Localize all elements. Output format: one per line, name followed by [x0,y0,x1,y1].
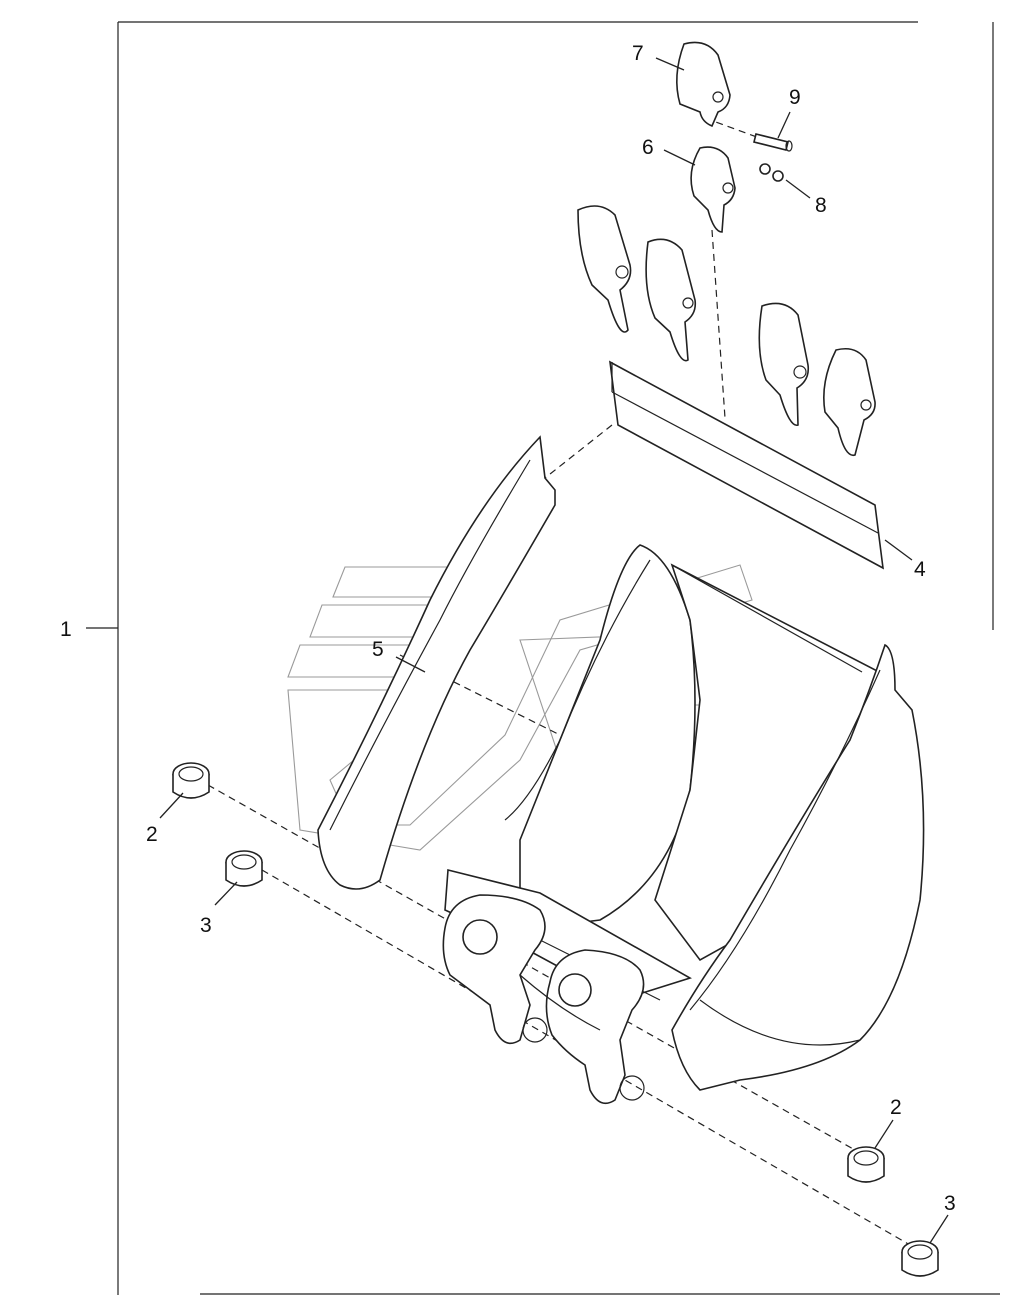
callout-5: 5 [372,638,384,661]
bushing-3-left [225,850,263,887]
callout-1: 1 [60,618,72,641]
mounting-brackets [442,868,692,1105]
callout-7: 7 [632,42,644,65]
lip-plate [609,360,884,570]
leader-lines [86,57,949,1244]
callout-8: 8 [815,194,827,217]
callout-3-right: 3 [944,1192,956,1215]
tooth-point-7 [676,41,731,128]
callout-2-right: 2 [890,1096,902,1119]
drawing-frame [117,21,1000,1295]
callout-6: 6 [642,136,654,159]
tooth-2 [645,238,697,362]
callout-3-left: 3 [200,914,212,937]
callout-2-left: 2 [146,823,158,846]
tooth-1 [577,205,632,333]
bushing-2-right [847,1146,885,1183]
bucket-body [317,435,925,1091]
bushings [172,762,939,1277]
tooth-retainer-8 [759,163,784,182]
bushing-2-left [172,762,210,799]
tooth-3 [758,302,810,426]
callout-4: 4 [914,558,926,581]
tooth-pin-9 [753,133,793,152]
bushing-3-right [901,1240,939,1277]
tooth-4 [823,347,876,457]
bucket-teeth [577,41,876,457]
callout-labels: 1 2 3 2 3 4 5 6 7 8 9 [60,42,956,1215]
tooth-adapter-6 [690,146,736,233]
callout-9: 9 [789,86,801,109]
